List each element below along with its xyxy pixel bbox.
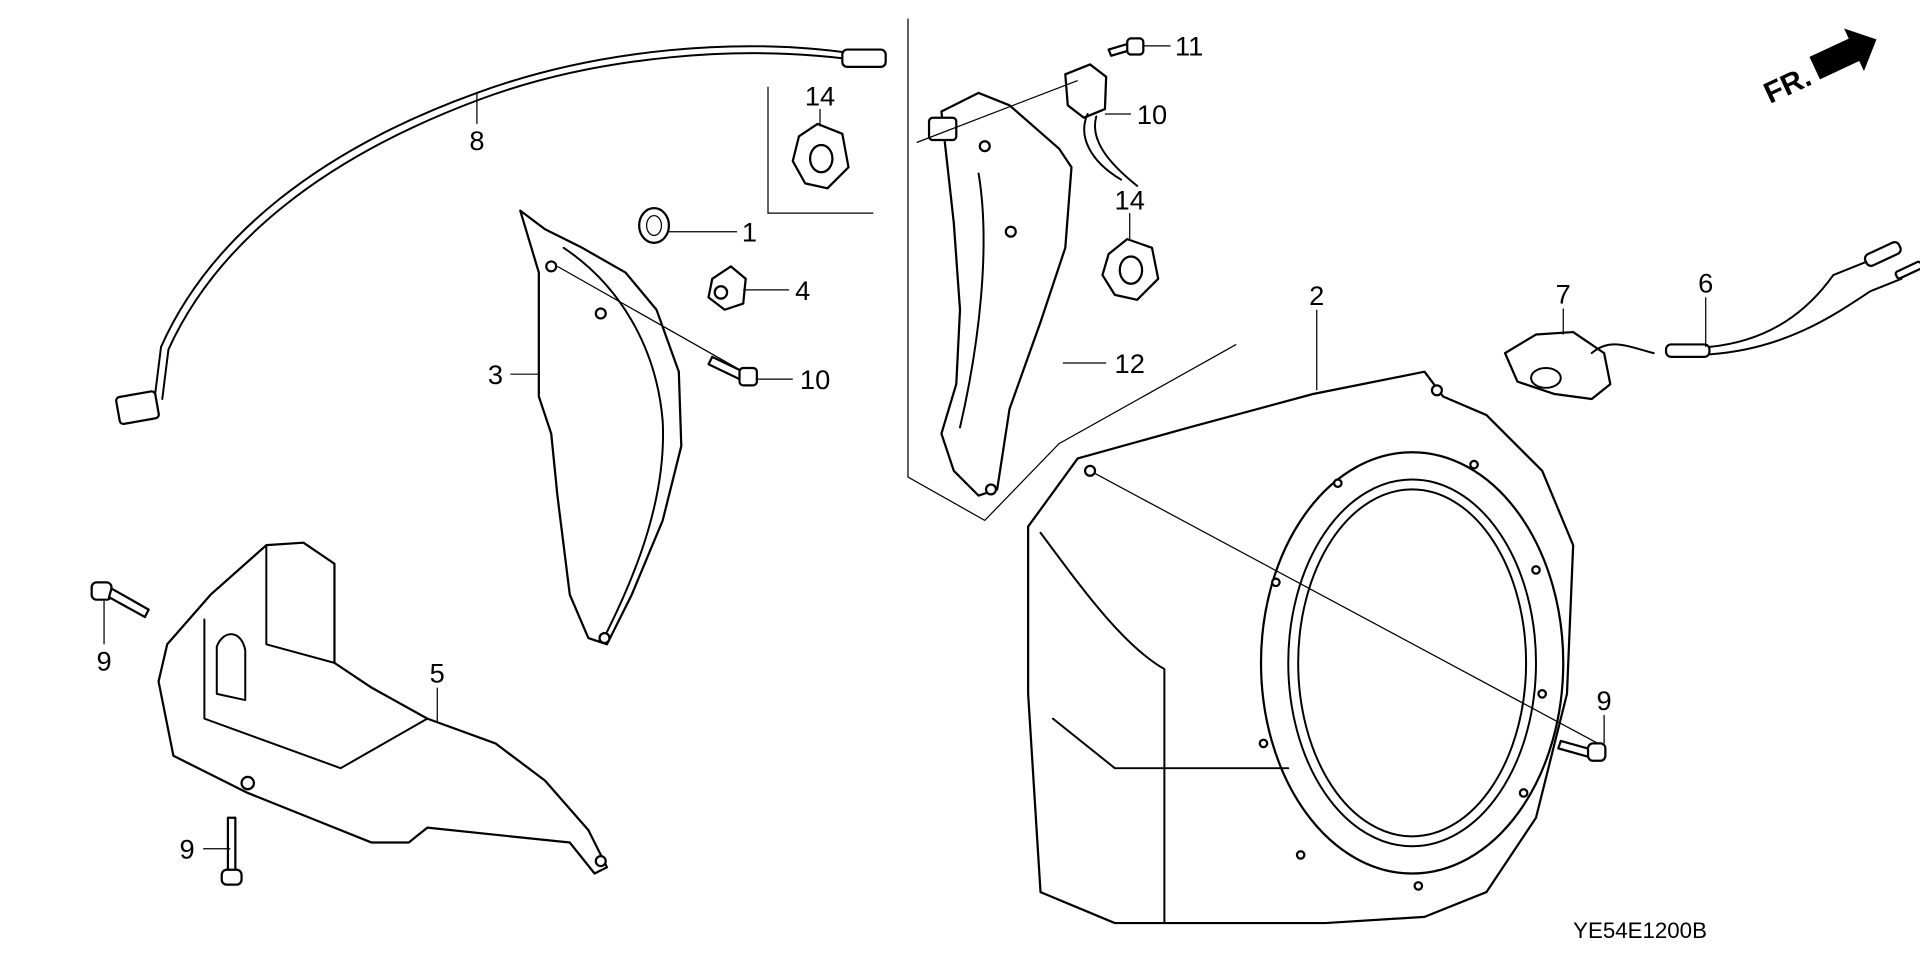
switch-part-11[interactable] xyxy=(1064,63,1139,187)
bolt-part-9-upper-left[interactable] xyxy=(90,581,150,619)
lower-shroud-part-5[interactable] xyxy=(157,541,609,875)
grommet-part-1[interactable] xyxy=(638,207,671,244)
shroud-plate-part-3[interactable] xyxy=(519,209,683,646)
leader-lines xyxy=(103,45,1707,850)
bolt-part-9-right[interactable] xyxy=(1557,739,1607,762)
diagram-code: YE54E1200B xyxy=(1573,918,1707,943)
callout-14-right[interactable]: 14 xyxy=(1115,184,1145,215)
front-direction-arrow: FR. xyxy=(1759,28,1877,110)
bolt-part-9-lower-left[interactable] xyxy=(220,816,243,886)
callout-4[interactable]: 4 xyxy=(795,275,810,306)
callout-13[interactable]: 12 xyxy=(1115,348,1145,379)
clamp-part-14-right[interactable] xyxy=(1101,238,1160,301)
callout-1[interactable]: 1 xyxy=(742,217,757,248)
inset-box-left xyxy=(767,86,874,214)
bolt-part-10[interactable] xyxy=(557,265,758,387)
group-outline-right xyxy=(907,18,1237,522)
callout-9-lower-left[interactable]: 9 xyxy=(179,834,194,865)
callout-7[interactable]: 7 xyxy=(1556,279,1571,310)
bolt-part-12[interactable] xyxy=(1107,37,1145,57)
callout-8[interactable]: 8 xyxy=(469,125,484,156)
callout-9-right[interactable]: 9 xyxy=(1597,685,1612,716)
callout-12[interactable]: 11 xyxy=(1175,31,1203,62)
callout-2[interactable]: 2 xyxy=(1309,280,1324,311)
callout-10[interactable]: 10 xyxy=(800,364,830,395)
shroud-plate-part-13[interactable] xyxy=(916,79,1078,497)
callout-11[interactable]: 10 xyxy=(1137,99,1167,130)
clip-part-4[interactable] xyxy=(707,265,747,311)
clamp-part-14-left[interactable] xyxy=(791,122,850,190)
sensor-part-7[interactable] xyxy=(1503,330,1655,401)
callout-14-left[interactable]: 14 xyxy=(805,80,835,111)
fan-cover-part-2[interactable] xyxy=(1027,370,1599,925)
wire-part-6[interactable] xyxy=(1664,241,1920,358)
callout-6[interactable]: 6 xyxy=(1698,267,1713,298)
callout-9-upper-left[interactable]: 9 xyxy=(96,645,111,676)
arrow-icon xyxy=(1809,28,1877,80)
callout-3[interactable]: 3 xyxy=(488,359,503,390)
front-marker-text: FR. xyxy=(1759,60,1816,110)
callout-5[interactable]: 5 xyxy=(430,658,445,689)
